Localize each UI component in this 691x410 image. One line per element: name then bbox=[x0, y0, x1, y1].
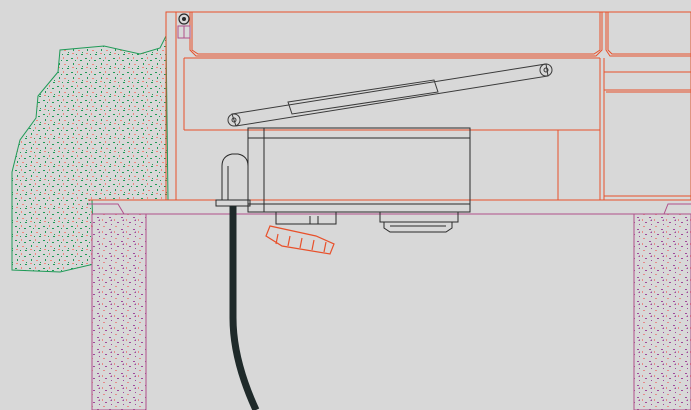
right-pit-wall bbox=[633, 213, 691, 410]
left-pit-wall bbox=[91, 213, 147, 410]
slab-top bbox=[88, 203, 691, 215]
connector-box-icon bbox=[379, 211, 459, 233]
soil-mass bbox=[11, 35, 169, 273]
machine-frame bbox=[165, 11, 691, 201]
housing-bracket bbox=[275, 212, 337, 225]
power-cable bbox=[229, 206, 260, 410]
motor-housing bbox=[247, 127, 471, 213]
top-bearing bbox=[177, 13, 191, 39]
ratchet-foot-icon bbox=[265, 225, 335, 255]
linear-actuator bbox=[227, 63, 553, 127]
cable-gland-icon bbox=[215, 153, 251, 207]
